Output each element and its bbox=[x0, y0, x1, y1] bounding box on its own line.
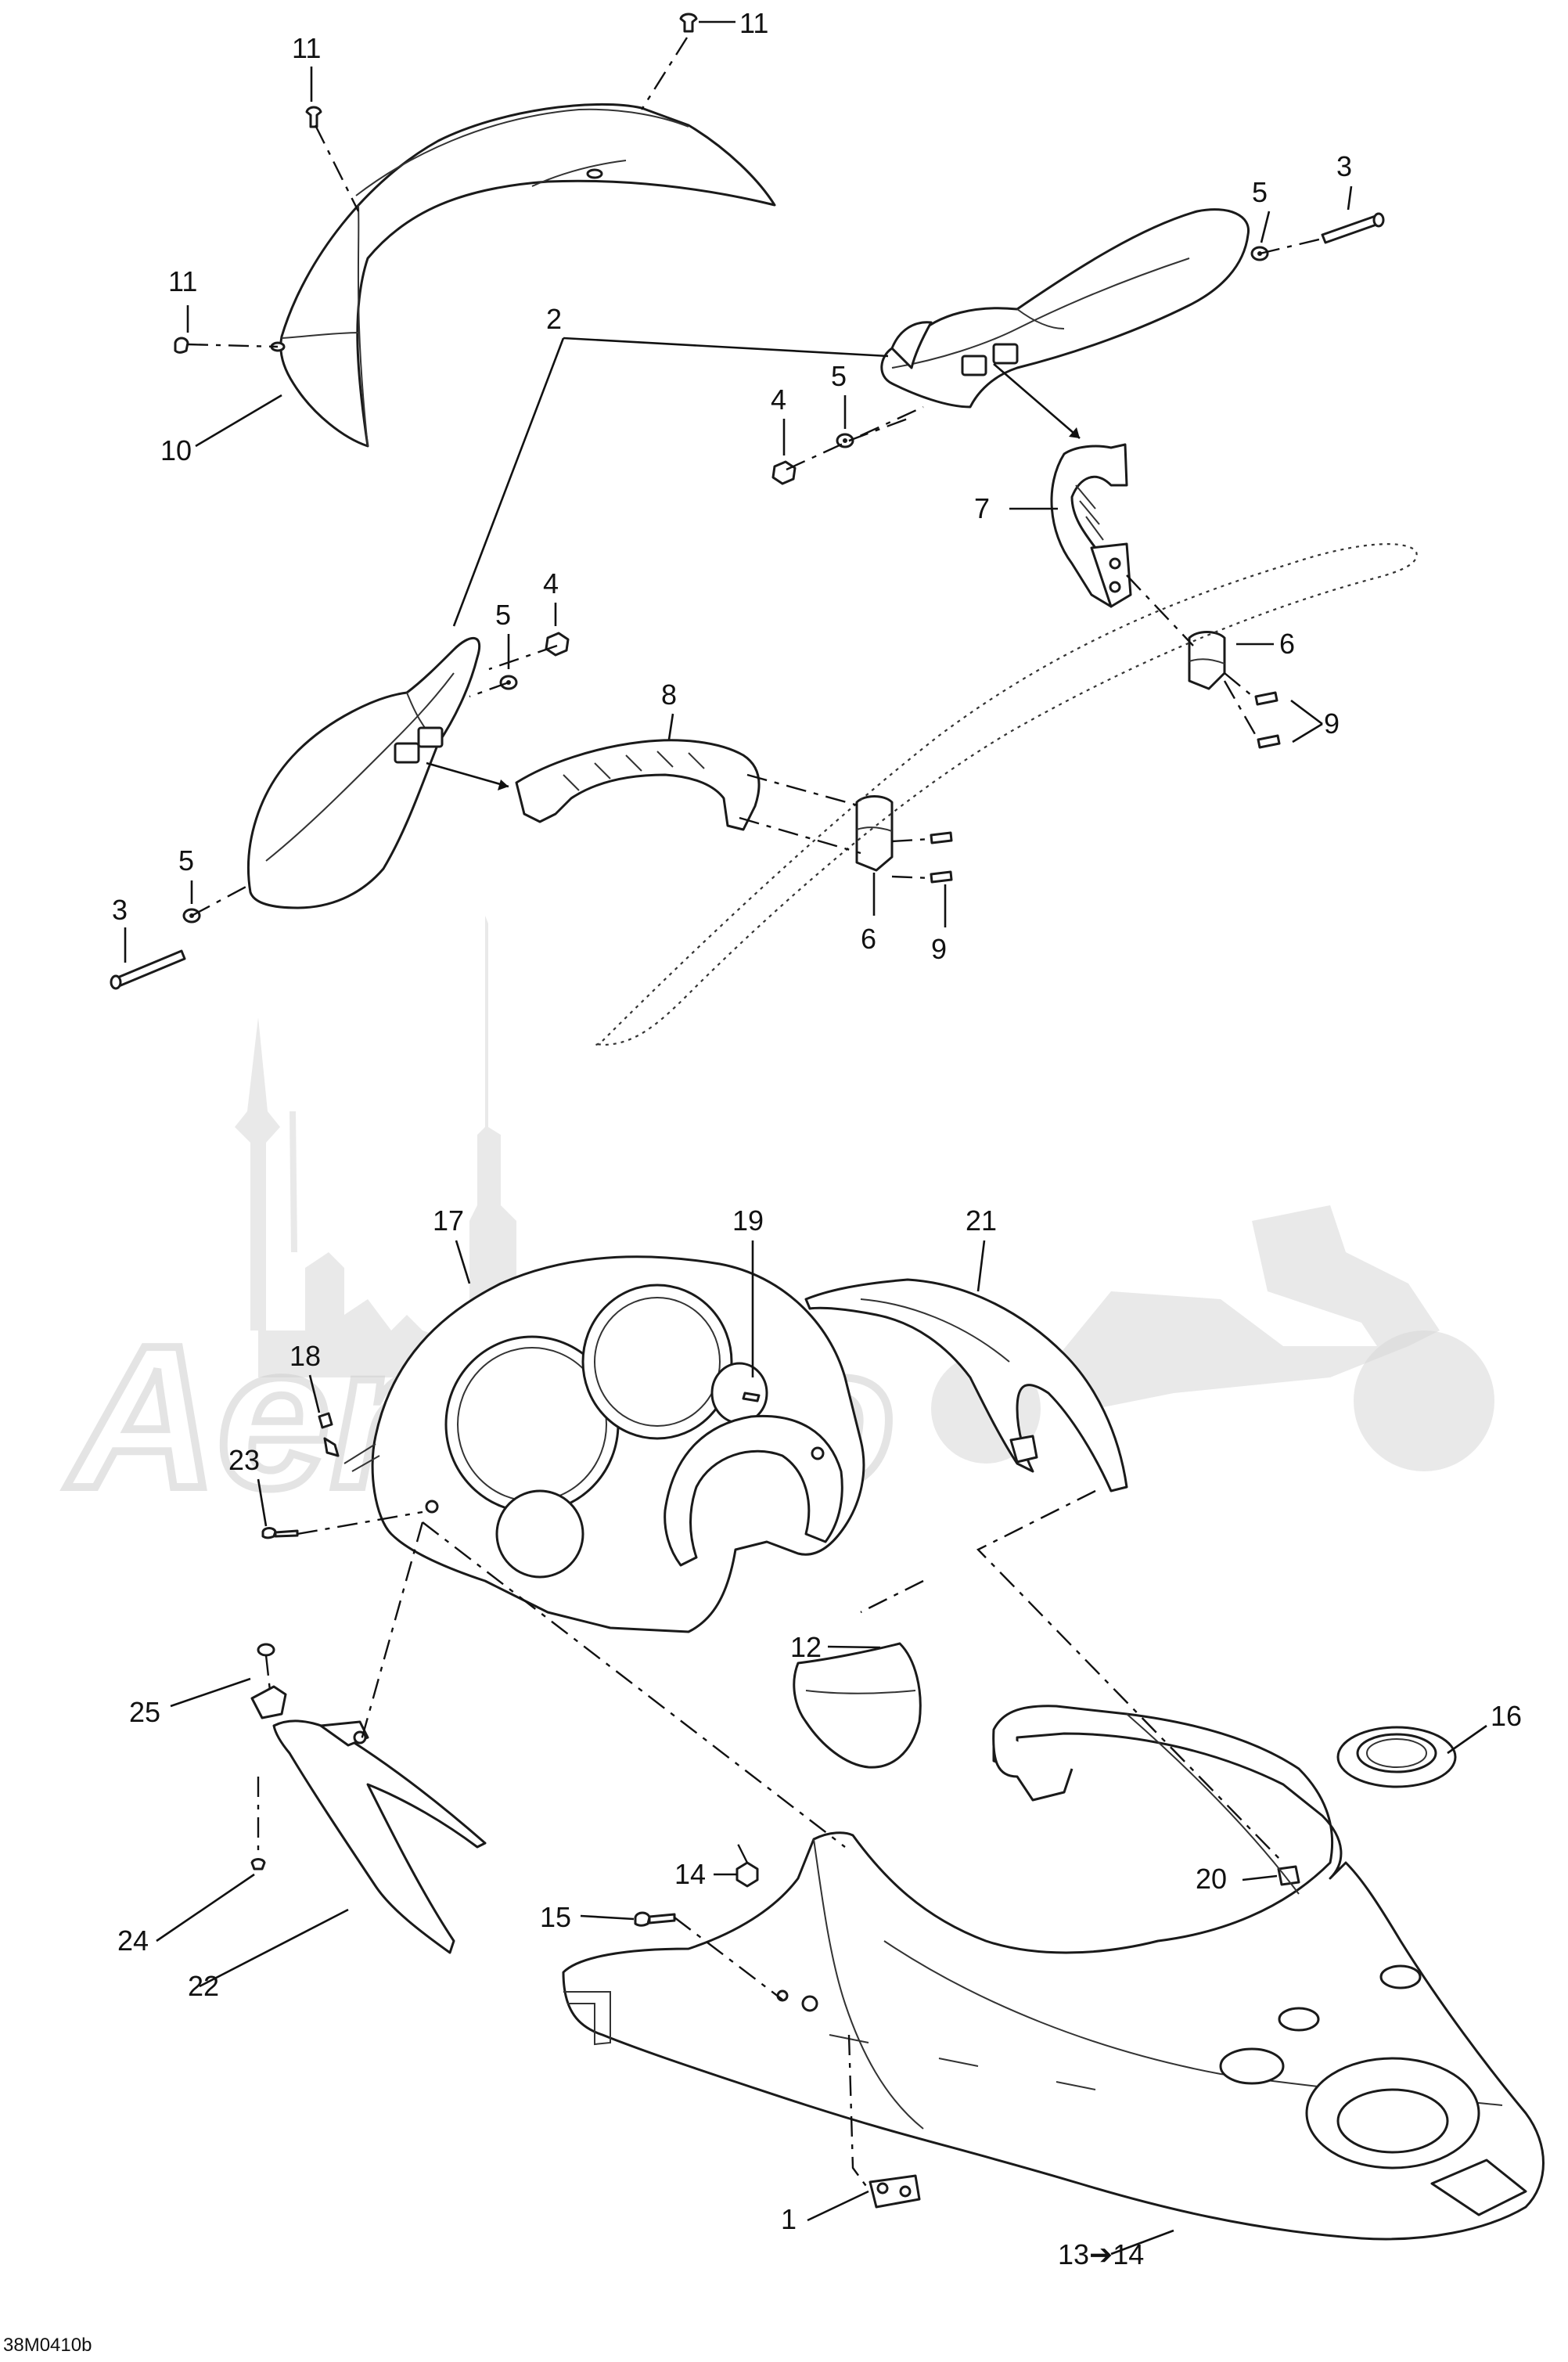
callout-24: 24 bbox=[117, 1925, 149, 1957]
part-18-screw bbox=[318, 1412, 340, 1457]
part-17-gauge-housing bbox=[343, 1255, 865, 1633]
callout-11: 11 bbox=[292, 32, 321, 64]
callout-4: 4 bbox=[543, 567, 559, 600]
callout-17: 17 bbox=[433, 1204, 464, 1237]
part-2-handguard-right bbox=[880, 208, 1250, 409]
callout-25: 25 bbox=[129, 1696, 160, 1728]
part-13-console-body bbox=[562, 1705, 1545, 2241]
callout-10: 10 bbox=[160, 434, 192, 466]
callout-labels: 11 11 11 10 2 3 5 5 4 7 6 9 4 5 8 5 3 6 … bbox=[112, 7, 1522, 2270]
callout-5: 5 bbox=[495, 599, 511, 631]
callout-7: 7 bbox=[974, 492, 990, 524]
part-8-bracket bbox=[515, 739, 761, 831]
part-21-cover bbox=[804, 1278, 1128, 1492]
part-4-nuts bbox=[545, 460, 797, 657]
callout-13-14: 13➔14 bbox=[1058, 2238, 1144, 2270]
callout-12: 12 bbox=[790, 1631, 822, 1663]
part-25-clip bbox=[250, 1643, 287, 1719]
part-22-side-panel bbox=[272, 1719, 487, 1954]
leader-lines bbox=[124, 20, 1487, 2256]
assembly-arrows bbox=[426, 363, 1081, 790]
part-3-bolts bbox=[110, 212, 1385, 990]
part-20-clip bbox=[1277, 1865, 1300, 1886]
part-11-screws bbox=[174, 13, 698, 354]
callout-9: 9 bbox=[931, 933, 947, 965]
callout-22: 22 bbox=[188, 1970, 219, 2002]
callout-20: 20 bbox=[1196, 1863, 1227, 1895]
callout-3: 3 bbox=[112, 894, 128, 926]
handlebar-phantom bbox=[593, 543, 1418, 1046]
callout-18: 18 bbox=[290, 1340, 321, 1372]
callout-16: 16 bbox=[1491, 1700, 1522, 1732]
drawing-code: 38M0410b bbox=[3, 2335, 92, 2356]
part-9-screws bbox=[930, 691, 1281, 884]
part-1-plate bbox=[869, 2174, 921, 2209]
callout-11: 11 bbox=[739, 7, 768, 39]
assembly-lines bbox=[187, 37, 1323, 2192]
part-14-nut bbox=[735, 1861, 759, 1888]
callout-6: 6 bbox=[861, 923, 876, 955]
part-15-screw bbox=[634, 1911, 676, 1927]
callout-4: 4 bbox=[771, 383, 786, 416]
callout-9: 9 bbox=[1324, 708, 1340, 740]
part-16-grommet bbox=[1336, 1726, 1457, 1788]
part-2-handguard-left bbox=[247, 637, 481, 909]
callout-23: 23 bbox=[228, 1444, 260, 1476]
callout-5: 5 bbox=[1252, 176, 1268, 208]
callout-5: 5 bbox=[178, 844, 194, 877]
callout-1: 1 bbox=[781, 2203, 797, 2235]
callout-21: 21 bbox=[966, 1204, 997, 1237]
part-24-screw bbox=[250, 1858, 266, 1871]
part-19-screw bbox=[742, 1392, 825, 1460]
callout-2: 2 bbox=[546, 303, 562, 335]
part-10-deflector bbox=[270, 103, 776, 448]
callout-19: 19 bbox=[732, 1204, 764, 1237]
part-12-cap bbox=[793, 1642, 922, 1769]
callout-11: 11 bbox=[168, 265, 197, 297]
callout-15: 15 bbox=[540, 1901, 571, 1933]
callout-14: 14 bbox=[674, 1858, 706, 1890]
part-6-clamps bbox=[855, 631, 1226, 872]
callout-6: 6 bbox=[1279, 628, 1295, 660]
callout-3: 3 bbox=[1336, 150, 1352, 182]
callout-8: 8 bbox=[661, 679, 677, 711]
callout-5: 5 bbox=[831, 360, 847, 392]
part-7-bracket bbox=[1050, 443, 1132, 608]
part-23-screw bbox=[261, 1527, 299, 1539]
